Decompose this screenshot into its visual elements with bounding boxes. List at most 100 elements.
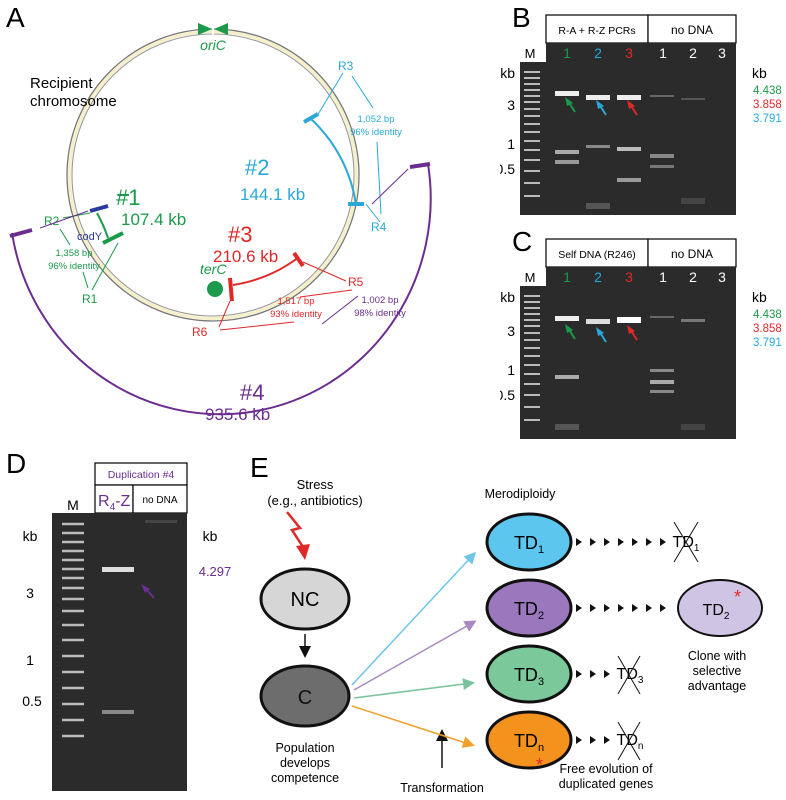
d-size: 4.297 <box>199 564 232 579</box>
footnote-line2: duplicated genes <box>559 777 654 791</box>
td2-clone-asterisk: * <box>734 587 741 607</box>
recipient-label-line2: chromosome <box>30 93 117 110</box>
nc-label: NC <box>291 589 320 611</box>
population-line1: Population <box>275 741 334 755</box>
b-size-2: 3.858 <box>753 99 782 111</box>
dup2-bp: 1,052 bp <box>358 114 395 125</box>
dup3-bp: 1,517 bp <box>278 296 315 307</box>
dup2-number: #2 <box>245 155 269 180</box>
panel-b-gel: R-A + R-Z PCRs no DNA M 1 2 3 1 2 3 <box>500 14 782 215</box>
b-tick-05: 0.5 <box>500 161 515 177</box>
b-nodna-lane-2: 2 <box>689 45 697 61</box>
svg-text:TD3: TD3 <box>617 666 644 686</box>
b-lane-3: 3 <box>625 45 633 61</box>
td1-dotted-arrow <box>576 538 666 546</box>
dup2-size: 144.1 kb <box>240 185 305 204</box>
c-marker-label: M <box>525 270 536 285</box>
tdn-dotted-arrow <box>576 736 610 744</box>
b-tick-1: 1 <box>507 136 515 152</box>
b-kb-left: kb <box>500 65 515 81</box>
tdn-eliminated: TDn <box>617 721 644 761</box>
c-size-3: 3.791 <box>753 337 782 349</box>
b-lane-1: 1 <box>563 45 571 61</box>
c-nodna-lane-3: 3 <box>718 269 726 285</box>
c-size-1: 4.438 <box>753 309 782 321</box>
svg-text:TDn: TDn <box>617 732 644 752</box>
d-kb-right: kb <box>203 528 218 544</box>
d-ladder <box>62 522 84 738</box>
c-ladder <box>524 295 540 421</box>
b-header-left-box <box>545 14 649 44</box>
dup1-r1-label: R1 <box>82 292 98 306</box>
panel-label-e: E <box>250 452 269 483</box>
clone-line3: advantage <box>688 679 746 693</box>
c-header-right: no DNA <box>671 247 713 261</box>
b-arrows <box>565 97 638 116</box>
footnote-asterisk: * <box>536 755 543 775</box>
b-marker-label: M <box>525 46 536 61</box>
td3-dotted-arrow <box>576 670 610 678</box>
b-ladder <box>524 71 540 197</box>
dup3-r6-label: R6 <box>192 325 208 339</box>
b-nodna-lane-3: 3 <box>718 45 726 61</box>
d-arrow <box>141 584 155 599</box>
c-tick-1: 1 <box>507 362 515 378</box>
b-bands <box>555 91 705 209</box>
b-size-1: 4.438 <box>753 85 782 97</box>
panel-e-diagram: Stress (e.g., antibiotics) NC C Populati… <box>259 477 763 795</box>
d-bands <box>102 520 177 714</box>
dup2-identity: 96% identity <box>350 127 402 138</box>
b-tick-3: 3 <box>507 97 515 113</box>
c-nodna-lane-1: 1 <box>659 269 667 285</box>
c-lane-1: 1 <box>563 269 571 285</box>
duplication-1: R2 R1 1,358 bp 96% identity #1 107.4 kb … <box>44 185 186 306</box>
td1-eliminated: TD1 <box>673 521 700 563</box>
c-gel-image <box>546 267 736 439</box>
clone-line2: selective <box>693 664 742 678</box>
d-tick-3: 3 <box>26 585 34 601</box>
td2-clone-label: TD2 <box>703 602 730 622</box>
population-line2: develops <box>280 756 330 770</box>
dup4-identity: 98% identity <box>354 308 406 319</box>
panel-label-d: D <box>6 448 27 479</box>
oric-marker <box>198 22 228 36</box>
clone-line1: Clone with <box>688 649 746 663</box>
terc-marker <box>207 281 223 297</box>
b-header-right: no DNA <box>671 23 713 37</box>
duplication-3: R5 R6 1,517 bp 93% identity #3 210.6 kb <box>192 222 364 339</box>
td2-node <box>485 578 573 638</box>
dup4-size: 935.6 kb <box>205 405 270 424</box>
b-lane-2: 2 <box>594 45 602 61</box>
c-lane-2: 2 <box>594 269 602 285</box>
td3-eliminated: TD3 <box>617 655 644 695</box>
b-header-left: R-A + R-Z PCRs <box>558 25 635 37</box>
dup2-r4-label: R4 <box>371 220 387 234</box>
td3-label: TD3 <box>514 665 544 688</box>
transformation-label: Transformation <box>400 781 484 795</box>
b-nodna-lane-1: 1 <box>659 45 667 61</box>
duplication-2: R3 R4 1,052 bp 96% identity #2 144.1 kb <box>240 59 402 234</box>
c-size-2: 3.858 <box>753 323 782 335</box>
b-kb-right: kb <box>752 65 767 81</box>
svg-text:TD1: TD1 <box>673 534 700 554</box>
dup2-r3-label: R3 <box>338 59 354 73</box>
td2-label: TD2 <box>514 599 544 622</box>
dup1-r2-label: R2 <box>44 214 60 228</box>
panel-c-gel: Self DNA (R246) no DNA M 1 2 3 1 2 3 kb … <box>500 238 782 439</box>
dup3-r5-label: R5 <box>348 275 364 289</box>
oric-label: oriC <box>200 37 227 53</box>
dup3-identity: 93% identity <box>270 309 322 320</box>
b-gel-image <box>546 43 736 215</box>
d-header: Duplication #4 <box>108 469 175 481</box>
cody-label: codY <box>77 231 103 243</box>
footnote-line1: Free evolution of <box>559 762 653 776</box>
d-tick-05: 0.5 <box>22 693 42 709</box>
c-kb-left: kb <box>500 289 515 305</box>
c-header-left: Self DNA (R246) <box>558 249 636 261</box>
terc-label: terC <box>200 261 227 277</box>
nc-node <box>259 567 351 631</box>
d-lane-2: no DNA <box>142 495 177 506</box>
c-nodna-lane-2: 2 <box>689 269 697 285</box>
b-size-3: 3.791 <box>753 113 782 125</box>
d-tick-1: 1 <box>26 652 34 668</box>
